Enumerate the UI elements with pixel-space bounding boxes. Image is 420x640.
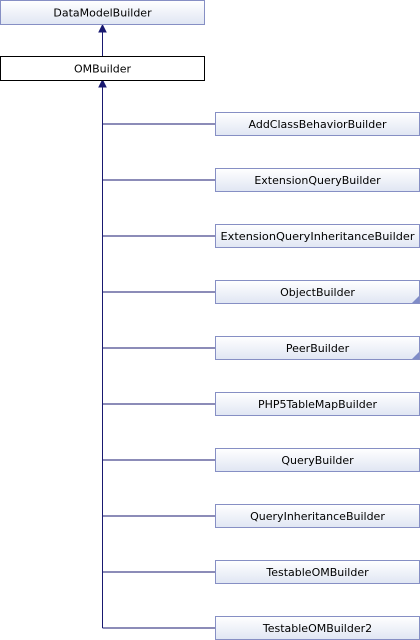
subclass-item-0: AddClassBehaviorBuilder <box>102 112 420 136</box>
subclass-item-1: ExtensionQueryBuilder <box>102 168 420 192</box>
class-node-php5tablemapbuilder[interactable]: PHP5TableMapBuilder <box>215 392 420 416</box>
subclass-item-7: QueryInheritanceBuilder <box>102 504 420 528</box>
class-label: AddClassBehaviorBuilder <box>249 118 387 131</box>
subclass-item-2: ExtensionQueryInheritanceBuilder <box>102 224 420 248</box>
class-node-datamodelbuilder[interactable]: DataModelBuilder <box>0 0 205 25</box>
subclass-trunk <box>98 78 107 628</box>
class-label: ExtensionQueryInheritanceBuilder <box>221 230 415 243</box>
more-subclasses-marker <box>412 352 419 359</box>
class-node-testableombuilder2[interactable]: TestableOMBuilder2 <box>215 616 420 640</box>
class-node-extensionquerybuilder[interactable]: ExtensionQueryBuilder <box>215 168 420 192</box>
class-label: QueryBuilder <box>281 454 354 467</box>
subclass-item-8: TestableOMBuilder <box>102 560 420 584</box>
class-node-peerbuilder[interactable]: PeerBuilder <box>215 336 420 360</box>
class-label: PHP5TableMapBuilder <box>258 398 378 411</box>
class-label: ObjectBuilder <box>280 286 355 299</box>
class-node-querybuilder[interactable]: QueryBuilder <box>215 448 420 472</box>
class-node-extensionqueryinheritancebuilder[interactable]: ExtensionQueryInheritanceBuilder <box>215 224 420 248</box>
class-label: ExtensionQueryBuilder <box>254 174 381 187</box>
class-label: QueryInheritanceBuilder <box>250 510 385 523</box>
subclass-item-6: QueryBuilder <box>102 448 420 472</box>
subclass-item-5: PHP5TableMapBuilder <box>102 392 420 416</box>
class-node-testableombuilder[interactable]: TestableOMBuilder <box>215 560 420 584</box>
more-subclasses-marker <box>412 296 419 303</box>
class-node-queryinheritancebuilder[interactable]: QueryInheritanceBuilder <box>215 504 420 528</box>
class-label-datamodelbuilder: DataModelBuilder <box>53 7 152 20</box>
class-node-ombuilder[interactable]: OMBuilder <box>0 56 205 81</box>
subclass-item-9: TestableOMBuilder2 <box>102 616 420 640</box>
subclass-item-3: ObjectBuilder <box>102 280 420 304</box>
class-label: TestableOMBuilder <box>265 566 369 579</box>
class-label: TestableOMBuilder2 <box>262 622 372 635</box>
subclass-item-4: PeerBuilder <box>102 336 420 360</box>
class-label-ombuilder: OMBuilder <box>74 63 132 76</box>
class-label: PeerBuilder <box>286 342 350 355</box>
class-node-addclassbehaviorbuilder[interactable]: AddClassBehaviorBuilder <box>215 112 420 136</box>
edge-ombuilder-to-datamodelbuilder <box>98 23 107 57</box>
class-node-objectbuilder[interactable]: ObjectBuilder <box>215 280 420 304</box>
